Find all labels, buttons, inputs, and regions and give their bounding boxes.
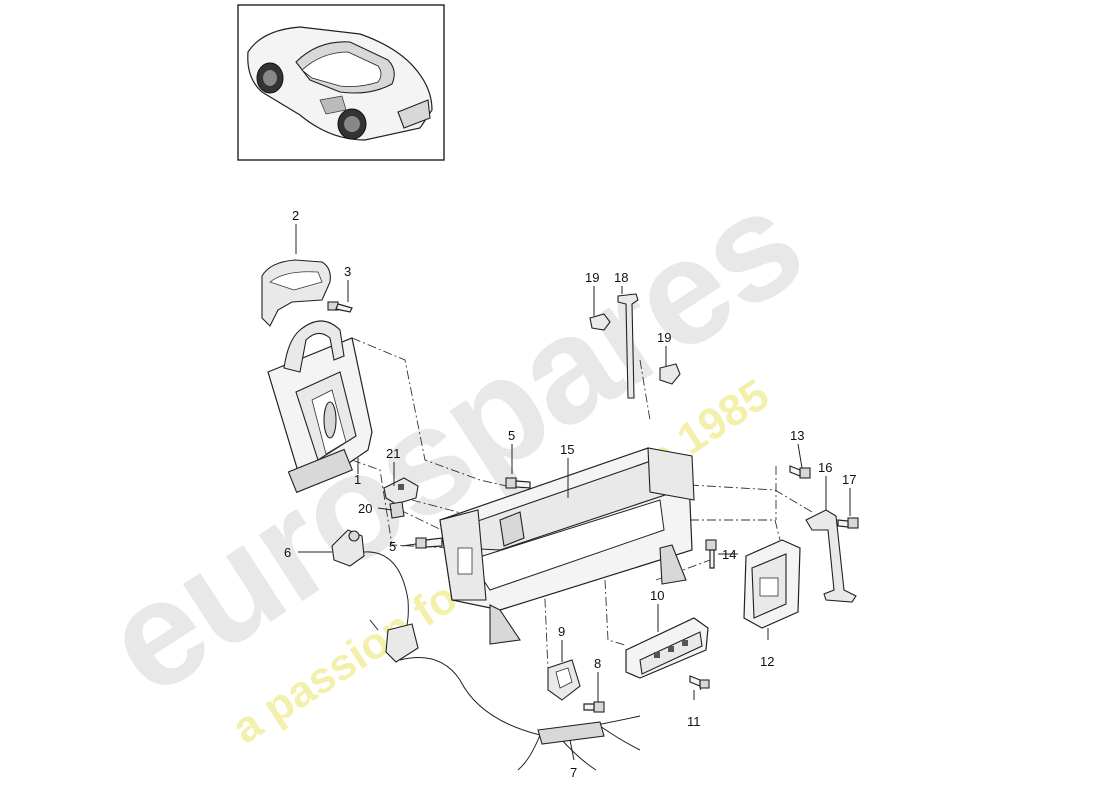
label-part-17: 17 (842, 472, 856, 487)
label-part-1: 1 (354, 472, 361, 487)
part-18-rod (617, 293, 639, 399)
label-part-14: 14 (722, 547, 736, 562)
label-part-2: 2 (292, 208, 299, 223)
part-10-control-unit (625, 617, 709, 679)
part-5-bolt-lower (415, 537, 443, 549)
part-20-plug (389, 501, 405, 519)
part-16-brace (805, 509, 857, 603)
label-part-5-upper: 5 (508, 428, 515, 443)
label-part-13: 13 (790, 428, 804, 443)
part-12-control-module (743, 539, 801, 629)
watermark: eurospares a passion for parts since 198… (76, 156, 829, 753)
label-part-11: 11 (687, 714, 701, 729)
part-11-screw (689, 675, 710, 689)
callout-leaders (295, 224, 851, 761)
part-14-bolt (705, 539, 717, 569)
label-part-8: 8 (594, 656, 601, 671)
part-13-screw (789, 465, 811, 479)
vehicle-thumbnail (237, 4, 445, 161)
part-3-bolt (327, 301, 353, 313)
label-part-9: 9 (558, 624, 565, 639)
label-part-7: 7 (570, 765, 577, 780)
label-part-20: 20 (358, 501, 372, 516)
part-1-rollover-cassette (267, 320, 373, 494)
part-2-cover (261, 259, 331, 327)
label-part-18: 18 (614, 270, 628, 285)
part-19-clip-upper (589, 313, 611, 331)
part-number-labels: 1 2 3 5 5 6 7 8 9 10 11 12 13 14 15 16 1… (284, 208, 856, 780)
label-part-15: 15 (560, 442, 574, 457)
label-part-3: 3 (344, 264, 351, 279)
label-part-6: 6 (284, 545, 291, 560)
label-part-16: 16 (818, 460, 832, 475)
part-7-wiring-harness (363, 551, 641, 771)
part-8-bolt (583, 701, 605, 713)
part-19-clip-lower (659, 363, 681, 385)
car-illustration (247, 26, 433, 141)
part-21-bracket (383, 477, 419, 505)
part-5-bolt-upper (505, 477, 531, 489)
label-part-21: 21 (386, 446, 400, 461)
label-part-19-lower: 19 (657, 330, 671, 345)
part-9-connector (547, 659, 581, 701)
part-15-main-frame (439, 447, 695, 645)
part-17-bolt (837, 517, 859, 529)
label-part-12: 12 (760, 654, 774, 669)
label-part-10: 10 (650, 588, 664, 603)
label-part-19-upper: 19 (585, 270, 599, 285)
part-6-switch (331, 529, 365, 567)
label-part-5-lower: 5 (389, 539, 396, 554)
